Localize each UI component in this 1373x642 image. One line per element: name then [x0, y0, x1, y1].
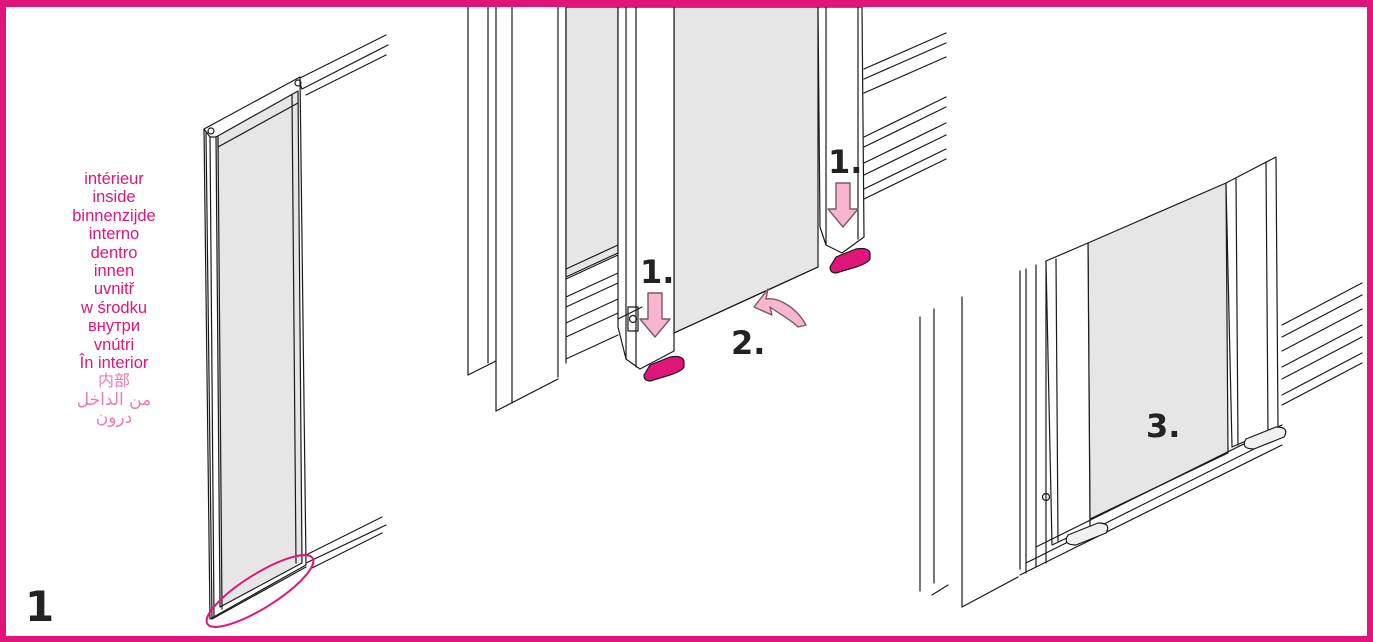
inside-label: vnútri: [93, 335, 135, 354]
inside-label: درون: [95, 408, 133, 429]
inside-label: uvnitř: [93, 280, 135, 299]
door-installed: [919, 156, 1363, 608]
step-label-3: 3.: [1146, 407, 1181, 445]
step-label-1-left: 1.: [640, 253, 675, 291]
inside-label: innen: [93, 262, 135, 281]
inside-label: 内部: [97, 371, 130, 391]
assembly-illustration: [203, 7, 1363, 628]
inside-label: interno: [88, 225, 140, 244]
foot-pad-left: [643, 355, 685, 382]
down-arrow-icon: [639, 292, 671, 338]
inside-label: inside: [92, 188, 136, 207]
inside-label: În interior: [79, 354, 149, 373]
inside-label: من الداخل: [76, 389, 152, 410]
down-arrow-icon: [827, 182, 859, 228]
inside-label: dentro: [90, 243, 138, 262]
step-label-2: 2.: [731, 324, 766, 362]
inside-label: binnenzijde: [72, 206, 156, 225]
door-overview: [203, 34, 389, 620]
inside-label: w środku: [80, 298, 148, 317]
inside-label: intérieur: [84, 170, 144, 188]
highlight-ellipse: [205, 554, 315, 628]
foot-pad-right: [829, 247, 871, 274]
door-closeup: [467, 7, 947, 412]
inside-label: внутри: [87, 317, 141, 336]
curved-arrow-icon: [753, 288, 807, 328]
inside-label-list: intérieur inside binnenzijde interno den…: [24, 170, 204, 428]
step-label-1-right: 1.: [828, 143, 863, 181]
figure-number: 1: [25, 582, 55, 631]
